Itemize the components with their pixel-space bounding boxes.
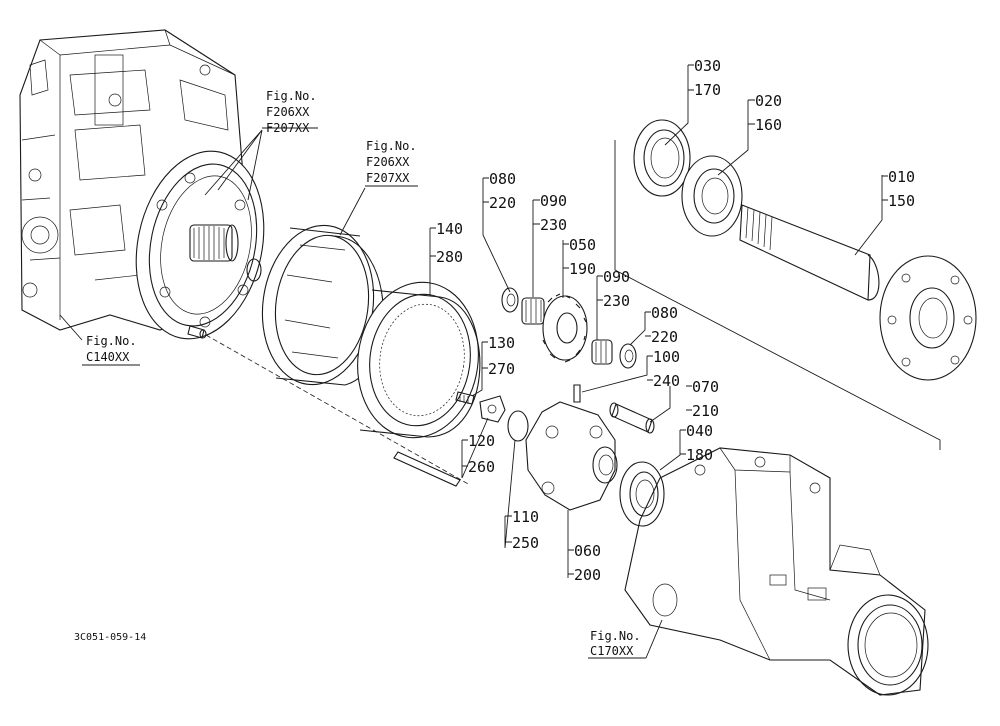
- snap-ring-drawing: [507, 410, 529, 442]
- fig-ref-label: Fig.No.: [86, 334, 137, 348]
- callout-070-210: 070 210: [692, 378, 719, 420]
- needle-bearing-left-drawing: [521, 297, 545, 325]
- fig-ref-label: Fig.No.: [366, 139, 417, 153]
- part-number: 090: [540, 192, 567, 210]
- callout-130-270: 130 270: [488, 334, 515, 378]
- part-number: 090: [603, 268, 630, 286]
- axle-bearing-drawing: [681, 155, 743, 237]
- dowel-pin-drawing: [187, 325, 207, 339]
- part-number: 220: [489, 194, 516, 212]
- part-number: 220: [651, 328, 678, 346]
- lock-plate-drawing: [479, 395, 506, 423]
- axle-housing-drawing: [624, 447, 929, 696]
- part-number: 250: [512, 534, 539, 552]
- callout-140-280: 140 280: [436, 220, 463, 266]
- transmission-case-drawing: [19, 29, 246, 331]
- diagram-code: 3C051-059-14: [74, 632, 146, 643]
- part-number: 010: [888, 168, 915, 186]
- part-number: 030: [694, 57, 721, 75]
- fig-ref-code: C140XX: [86, 350, 130, 364]
- part-number: 020: [755, 92, 782, 110]
- fig-ref-code: C170XX: [590, 644, 634, 658]
- fig-ref-code: F207XX: [266, 121, 310, 135]
- oil-seal-drawing: [633, 119, 691, 197]
- part-number: 210: [692, 402, 719, 420]
- figure-ref-upper-left: Fig.No. F206XX F207XX: [266, 89, 317, 135]
- part-number: 040: [686, 422, 713, 440]
- figure-ref-middle: Fig.No. F206XX F207XX: [366, 139, 417, 185]
- fig-ref-label: Fig.No.: [590, 629, 641, 643]
- part-number: 170: [694, 81, 721, 99]
- planet-shaft-drawing: [609, 402, 655, 434]
- thrust-washer-left-drawing: [501, 287, 519, 313]
- long-pin-drawing: [393, 451, 461, 487]
- leader-lines: [59, 65, 883, 659]
- part-number: 140: [436, 220, 463, 238]
- fig-ref-code: F206XX: [266, 105, 310, 119]
- callout-120-260: 120 260: [468, 432, 495, 476]
- part-number: 100: [653, 348, 680, 366]
- callout-080-220-right: 080 220: [651, 304, 678, 346]
- fig-ref-code: F207XX: [366, 171, 410, 185]
- fig-ref-code: F206XX: [366, 155, 410, 169]
- callout-080-220-top: 080 220: [489, 170, 516, 212]
- part-number: 280: [436, 248, 463, 266]
- part-number: 080: [489, 170, 516, 188]
- fig-ref-label: Fig.No.: [266, 89, 317, 103]
- axle-shaft-drawing: [739, 204, 977, 381]
- callout-090-230-top: 090 230: [540, 192, 567, 234]
- part-number: 080: [651, 304, 678, 322]
- part-number: 240: [653, 372, 680, 390]
- callout-050-190: 050 190: [569, 236, 596, 278]
- part-number: 230: [540, 216, 567, 234]
- bolt-drawing: [455, 391, 475, 405]
- center-axis-line: [205, 334, 471, 486]
- part-number: 190: [569, 260, 596, 278]
- part-number: 070: [692, 378, 719, 396]
- callout-060-200: 060 200: [574, 542, 601, 584]
- callout-010-150: 010 150: [888, 168, 915, 210]
- part-number: 270: [488, 360, 515, 378]
- part-number: 200: [574, 566, 601, 584]
- planet-gear-drawing: [542, 293, 588, 363]
- planet-carrier-drawing: [525, 401, 618, 511]
- part-number: 180: [686, 446, 713, 464]
- part-number: 050: [569, 236, 596, 254]
- part-number: 060: [574, 542, 601, 560]
- callout-ticks: [430, 64, 888, 575]
- figure-ref-left: Fig.No. C140XX: [86, 334, 137, 364]
- part-number: 160: [755, 116, 782, 134]
- callout-090-230-right: 090 230: [603, 268, 630, 310]
- ring-gear-drawing: [357, 281, 481, 439]
- part-number: 150: [888, 192, 915, 210]
- callout-030-170: 030 170: [694, 57, 721, 99]
- figure-ref-bottom-right: Fig.No. C170XX: [590, 629, 641, 658]
- callout-020-160: 020 160: [755, 92, 782, 134]
- callout-040-180: 040 180: [686, 422, 713, 464]
- part-number: 130: [488, 334, 515, 352]
- small-pin-drawing: [573, 384, 581, 403]
- part-number: 120: [468, 432, 495, 450]
- needle-bearing-right-drawing: [591, 339, 613, 365]
- thrust-washer-right-drawing: [619, 343, 637, 369]
- case-flange-drawing: [135, 150, 265, 340]
- part-number: 110: [512, 508, 539, 526]
- callout-100-240: 100 240: [653, 348, 680, 390]
- ball-bearing-drawing: [619, 461, 665, 527]
- part-number: 260: [468, 458, 495, 476]
- o-ring-drawing: [246, 258, 262, 282]
- callout-110-250: 110 250: [512, 508, 539, 552]
- part-number: 230: [603, 292, 630, 310]
- axle-group-bracket: [614, 140, 941, 450]
